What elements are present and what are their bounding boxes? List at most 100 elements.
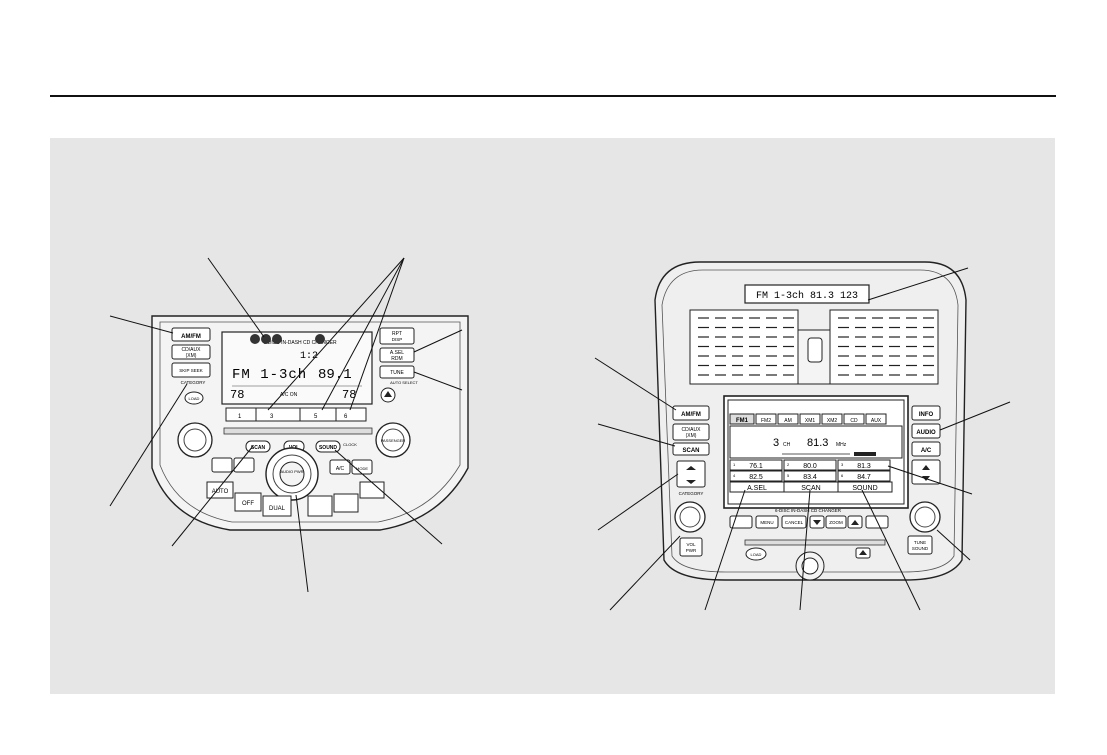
zoom-label-button [825,515,847,529]
info-button[interactable] [911,405,941,421]
svg-text:A.SEL: A.SEL [747,485,767,492]
svg-text:CD/AUX: CD/AUX [682,427,702,433]
auto-select-label: AUTO SELECT [390,380,418,385]
preset-button-3[interactable] [837,459,891,471]
ac-button[interactable] [329,459,351,475]
frequency-display: 81.3 [807,437,828,449]
tune-sound-knob[interactable] [909,501,941,533]
svg-text:XM2: XM2 [827,418,838,424]
svg-text:PASSENGER: PASSENGER [381,438,406,443]
tab-xm2[interactable] [821,413,843,425]
menu-button[interactable] [755,515,779,529]
svg-text:MODE: MODE [356,466,368,471]
preset-button-6[interactable] [837,470,891,482]
volume-power-knob[interactable] [674,501,706,533]
dual-button[interactable] [262,495,292,517]
eject-icon [384,391,392,397]
svg-text:AUDIO: AUDIO [916,430,936,436]
preset-button-bar[interactable] [225,407,367,422]
audio-button[interactable] [911,423,941,439]
preset-button-1[interactable] [729,459,783,471]
load-button[interactable] [184,391,204,405]
svg-text:VOL: VOL [686,542,696,547]
channel-up-down-button[interactable] [911,459,941,485]
vol-pwr-button[interactable] [679,537,703,557]
svg-text:CD: CD [850,418,858,424]
am-fm-button-nav[interactable] [672,405,710,421]
a-sel-rdm-button[interactable] [379,347,415,363]
svg-text:AM/FM: AM/FM [181,334,201,340]
fan-down-button[interactable] [211,457,233,473]
tab-cd[interactable] [843,413,865,425]
preset-1[interactable]: 1 [238,414,242,420]
svg-text:AUX: AUX [871,418,882,424]
svg-text:AM/FM: AM/FM [681,412,701,418]
svg-text:(XM): (XM) [686,433,697,439]
off-button[interactable] [234,492,262,512]
preset-button-4[interactable] [729,470,783,482]
cd-aux-button-nav[interactable] [672,423,710,441]
fan-up-button[interactable] [233,457,255,473]
preset-5[interactable]: 5 [314,414,318,420]
svg-text:SCAN: SCAN [682,448,699,454]
svg-text:PWR: PWR [686,548,697,553]
preset-3[interactable]: 3 [270,414,274,420]
signal-strength-bar [854,452,876,456]
load-button-nav[interactable] [745,547,767,561]
svg-text:CD/AUX: CD/AUX [182,347,202,353]
upper-info-display [744,284,870,304]
front-defrost-button[interactable] [333,493,359,513]
svg-text:RPT: RPT [392,331,402,337]
tab-am[interactable] [777,413,799,425]
changer-label: 6-DISC IN-DASH CD CHANGER [263,340,337,346]
cd-aux-button[interactable] [171,344,211,360]
skip-seek-button[interactable] [171,362,211,378]
tab-aux[interactable] [865,413,887,425]
tune-sound-button[interactable] [907,535,933,555]
svg-text:3: 3 [841,462,844,467]
am-fm-button[interactable] [171,327,211,342]
preset-button-2[interactable] [783,459,837,471]
svg-text:AM: AM [784,418,792,424]
channel-readout: 3 [773,437,779,449]
tab-fm1[interactable] [729,413,755,425]
frequency-readout: 89.1 [318,367,352,383]
preset-button-5[interactable] [783,470,837,482]
svg-text:SKIP SEEK: SKIP SEEK [179,368,202,373]
svg-text:SOUND: SOUND [912,546,929,551]
up-down-arrows-icon [922,465,930,481]
svg-text:1: 1 [733,462,736,467]
scan-button[interactable] [245,440,271,453]
svg-text:83.4: 83.4 [803,474,817,481]
rpt-disp-button[interactable] [379,327,415,345]
svg-text:81.3: 81.3 [857,463,871,470]
svg-text:A/C: A/C [336,466,345,472]
skip-seek-button-nav[interactable] [676,460,706,488]
svg-text:A.SEL: A.SEL [390,350,404,356]
hazard-button[interactable] [807,337,823,363]
right-callout-lines [594,267,1011,611]
sound-button[interactable] [315,440,341,453]
category-label-nav: CATEGORY [679,491,704,496]
sound-softkey[interactable] [837,481,893,493]
svg-text:INFO: INFO [919,412,934,418]
tab-xm1[interactable] [799,413,821,425]
right-console-unit: FM 1-3ch 81.3 123 FM1 FM2 AM XM1 XM2 CD [654,261,967,581]
temp-readout-right: 78 [342,388,356,402]
band-tabs: FM1 FM2 AM XM1 XM2 CD AUX [729,413,887,425]
preset-grid: 1 76.1 2 80.0 3 81.3 4 82.5 5 83.4 6 84.… [729,459,891,482]
ac-button-nav[interactable] [911,441,941,457]
driver-temp-knob[interactable] [177,422,213,458]
svg-text:LOAD: LOAD [189,396,200,401]
svg-text:2: 2 [787,462,790,467]
cancel-button[interactable] [781,515,807,529]
tab-fm2[interactable] [755,413,777,425]
temp-readout-left: 78 [230,388,244,402]
svg-text:RDM: RDM [391,356,402,362]
passenger-temp-knob[interactable] [375,422,411,458]
preset-6[interactable]: 6 [344,414,348,420]
disc-slot [223,427,373,435]
clock-readout: 1:2 [300,351,318,362]
recirculation-button[interactable] [307,495,333,517]
scan-button-nav[interactable] [672,442,710,456]
